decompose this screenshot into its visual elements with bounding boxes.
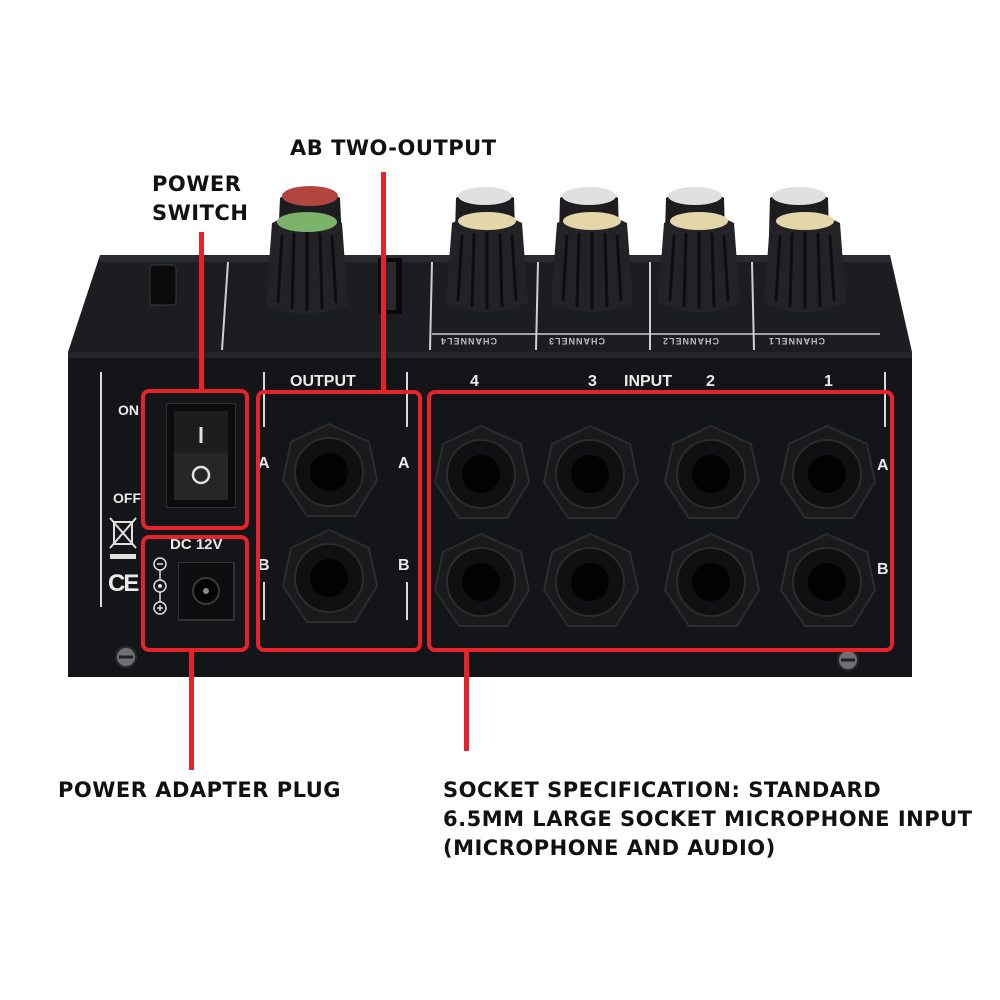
input-ch3-label: 3 xyxy=(588,373,597,390)
panel-line-output-r2 xyxy=(406,582,408,620)
socket-spec-line2: 6.5MM LARGE SOCKET MICROPHONE INPUT xyxy=(443,807,973,831)
on-label: ON xyxy=(118,402,139,418)
output-b-right-label: B xyxy=(398,557,410,574)
output-label: OUTPUT xyxy=(290,373,356,390)
panel-line-output-l1 xyxy=(263,372,265,427)
input-jack-1b[interactable] xyxy=(775,530,879,634)
input-jack-4a[interactable] xyxy=(429,422,533,526)
power-switch-callout-line1: POWER xyxy=(152,172,242,196)
socket-leader xyxy=(464,650,469,751)
output-a-right-label: A xyxy=(398,455,410,472)
power-adapter-leader xyxy=(189,650,194,770)
top-label-channel1: CHANNEL1 xyxy=(768,336,826,346)
ab-output-leader xyxy=(381,172,386,392)
input-jack-4b[interactable] xyxy=(429,530,533,634)
power-switch-callout-line2: SWITCH xyxy=(152,201,249,225)
channel4-knob-front[interactable] xyxy=(444,205,530,320)
output-jack-b[interactable] xyxy=(277,526,381,630)
output-b-left-label: B xyxy=(258,557,270,574)
input-jack-3b[interactable] xyxy=(538,530,642,634)
power-switch[interactable] xyxy=(166,403,236,508)
panel-line-output-r1 xyxy=(406,372,408,427)
input-jack-2a[interactable] xyxy=(659,422,763,526)
output-jack-a[interactable] xyxy=(277,420,381,524)
weee-bin-icon xyxy=(109,517,137,559)
top-label-channel2: CHANNEL2 xyxy=(662,336,720,346)
ab-output-callout: AB TWO-OUTPUT xyxy=(290,136,497,160)
input-ch4-label: 4 xyxy=(470,373,479,390)
input-jack-1a[interactable] xyxy=(775,422,879,526)
input-jack-2b[interactable] xyxy=(659,530,763,634)
channel2-knob-front[interactable] xyxy=(656,205,742,320)
socket-spec-line3: (MICROPHONE AND AUDIO) xyxy=(443,836,776,860)
panel-line-left xyxy=(100,372,102,607)
power-switch-leader xyxy=(199,232,204,391)
input-jack-3a[interactable] xyxy=(538,422,642,526)
top-label-channel4: CHANNEL4 xyxy=(440,336,498,346)
input-ch1-label: 1 xyxy=(824,373,833,390)
input-label: INPUT xyxy=(624,373,672,390)
ce-mark: CE xyxy=(108,570,139,597)
dc-label: DC 12V xyxy=(170,536,223,553)
power-adapter-highlight xyxy=(141,535,249,652)
input-a-label: A xyxy=(877,457,889,474)
input-ch2-label: 2 xyxy=(706,373,715,390)
output-a-left-label: A xyxy=(258,455,270,472)
output-highlight xyxy=(256,390,422,652)
polarity-icon xyxy=(153,557,167,615)
input-highlight xyxy=(427,390,894,652)
socket-spec-callout: SOCKET SPECIFICATION: STANDARD 6.5MM LAR… xyxy=(443,776,973,863)
channel1-knob-front[interactable] xyxy=(762,205,848,320)
channel3-knob-front[interactable] xyxy=(549,205,635,320)
off-label: OFF xyxy=(113,490,141,506)
power-switch-callout: POWER SWITCH xyxy=(152,170,248,228)
power-adapter-callout: POWER ADAPTER PLUG xyxy=(58,778,342,802)
panel-line-input-r xyxy=(884,372,886,427)
dc-power-jack[interactable] xyxy=(178,562,238,622)
panel-line-output-l2 xyxy=(263,582,265,620)
socket-spec-line1: SOCKET SPECIFICATION: STANDARD xyxy=(443,778,882,802)
power-switch-highlight xyxy=(141,389,249,530)
master-knob-front[interactable] xyxy=(262,205,352,325)
top-label-channel3: CHANNEL3 xyxy=(548,336,606,346)
input-b-label: B xyxy=(877,561,889,578)
